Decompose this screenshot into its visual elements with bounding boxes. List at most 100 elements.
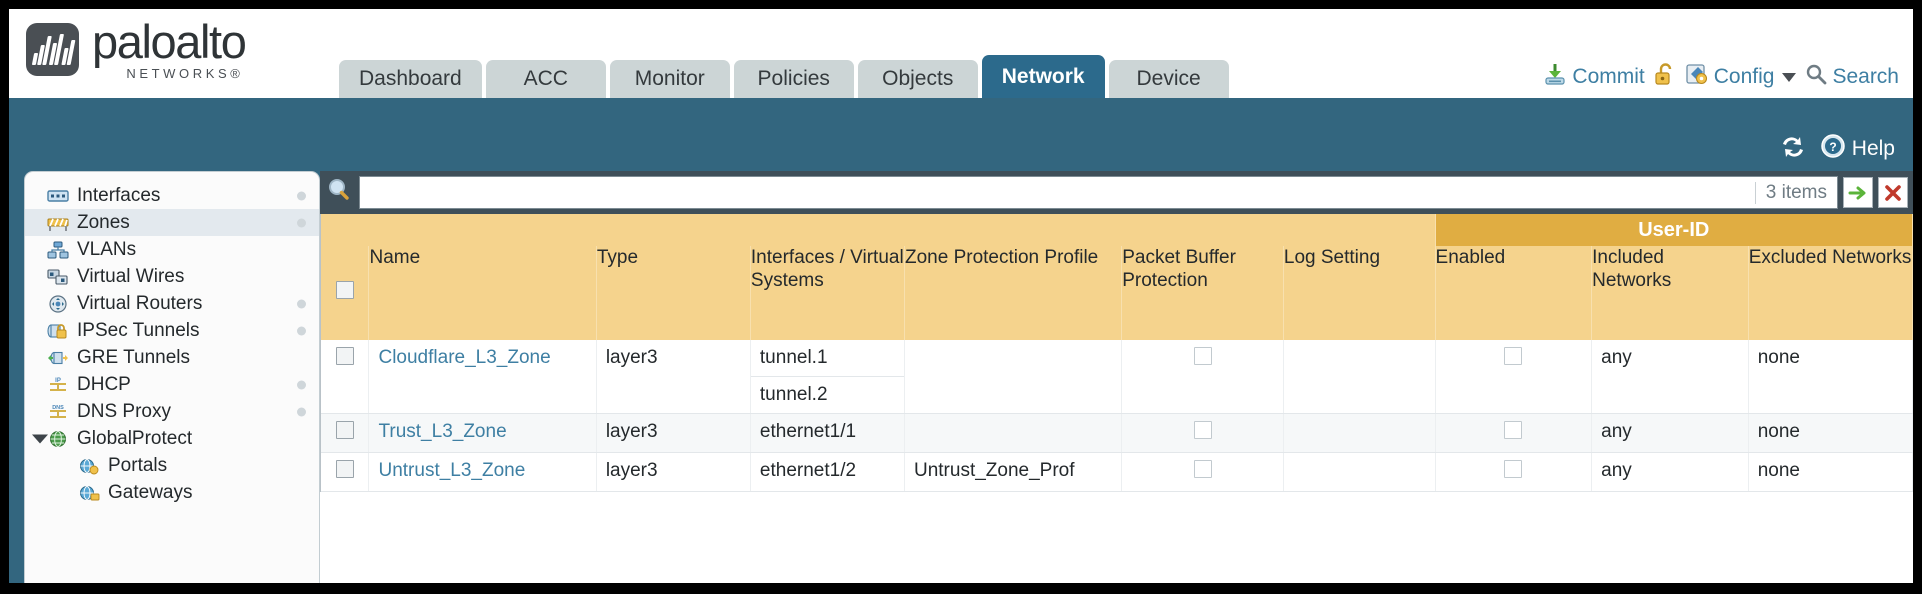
unlock-padlock-button[interactable] bbox=[1654, 62, 1676, 92]
sidebar-item-label: VLANs bbox=[77, 238, 137, 260]
main-navigation-tabs: Dashboard ACC Monitor Policies Objects N… bbox=[339, 55, 1229, 98]
virtual-routers-icon bbox=[47, 294, 69, 313]
zone-name-link[interactable]: Untrust_L3_Zone bbox=[378, 460, 526, 481]
tab-objects[interactable]: Objects bbox=[857, 60, 978, 98]
select-all-checkbox[interactable] bbox=[335, 281, 354, 299]
user-id-enabled-checkbox[interactable] bbox=[1504, 460, 1523, 478]
interface-entry: tunnel.2 bbox=[759, 384, 828, 405]
cell-packet-buffer-protection[interactable] bbox=[1121, 340, 1284, 414]
zone-name-link[interactable]: Trust_L3_Zone bbox=[378, 421, 507, 442]
sidebar-item-ipsec-tunnels[interactable]: IPSec Tunnels bbox=[25, 317, 319, 344]
group-header-spacer bbox=[321, 214, 1436, 246]
search-magnifier-icon[interactable] bbox=[324, 177, 354, 208]
svg-text:IP: IP bbox=[55, 378, 61, 384]
clear-filter-button[interactable] bbox=[1878, 177, 1908, 208]
table-row[interactable]: Cloudflare_L3_Zone layer3 tunnel.1 tunne… bbox=[321, 340, 1913, 414]
globalprotect-icon bbox=[47, 430, 69, 448]
select-all-header[interactable] bbox=[321, 246, 370, 340]
column-header-type[interactable]: Type bbox=[596, 246, 751, 340]
expander-triangle-icon[interactable] bbox=[32, 434, 48, 443]
column-header-enabled[interactable]: Enabled bbox=[1435, 246, 1593, 340]
group-header-user-id: User-ID bbox=[1435, 214, 1913, 246]
user-id-enabled-checkbox[interactable] bbox=[1504, 421, 1523, 439]
packet-buffer-protection-checkbox[interactable] bbox=[1193, 460, 1212, 478]
cell-user-id-enabled[interactable] bbox=[1435, 340, 1593, 414]
search-button[interactable]: Search bbox=[1805, 63, 1899, 91]
table-header-row: Name Type Interfaces / Virtual Systems Z… bbox=[321, 246, 1913, 340]
sidebar-item-label: Virtual Wires bbox=[77, 265, 185, 287]
column-header-zone-protection-profile[interactable]: Zone Protection Profile bbox=[904, 246, 1123, 340]
column-header-log-setting[interactable]: Log Setting bbox=[1283, 246, 1436, 340]
packet-buffer-protection-checkbox[interactable] bbox=[1193, 421, 1212, 439]
row-checkbox[interactable] bbox=[335, 347, 354, 365]
search-icon bbox=[1805, 63, 1827, 91]
column-header-name[interactable]: Name bbox=[368, 246, 597, 340]
tab-policies[interactable]: Policies bbox=[733, 60, 854, 98]
column-header-packet-buffer-protection[interactable]: Packet Buffer Protection bbox=[1121, 246, 1284, 340]
cell-packet-buffer-protection[interactable] bbox=[1121, 452, 1284, 492]
apply-filter-button[interactable] bbox=[1843, 177, 1873, 208]
cell-user-id-enabled[interactable] bbox=[1435, 413, 1593, 453]
config-menu-button[interactable]: Config bbox=[1685, 62, 1797, 92]
cell-name[interactable]: Cloudflare_L3_Zone bbox=[368, 340, 597, 414]
cell-excluded-networks: none bbox=[1748, 340, 1913, 414]
row-checkbox[interactable] bbox=[335, 460, 354, 478]
commit-button[interactable]: Commit bbox=[1543, 62, 1645, 92]
filter-input-wrapper[interactable]: 3 items bbox=[359, 176, 1838, 209]
cell-packet-buffer-protection[interactable] bbox=[1121, 413, 1284, 453]
brand-subtitle: NETWORKS® bbox=[126, 66, 244, 81]
sidebar-item-vlans[interactable]: VLANs bbox=[25, 236, 319, 263]
search-input[interactable] bbox=[370, 181, 1755, 204]
sidebar-item-gateways[interactable]: Gateways bbox=[25, 479, 319, 506]
commit-download-icon bbox=[1543, 62, 1567, 92]
sidebar-item-gre-tunnels[interactable]: GRE Tunnels bbox=[25, 344, 319, 371]
row-select-cell[interactable] bbox=[321, 413, 370, 453]
page-body: Interfaces Zones bbox=[9, 171, 1913, 583]
sidebar-item-zones[interactable]: Zones bbox=[25, 209, 319, 236]
row-checkbox[interactable] bbox=[335, 421, 354, 439]
tab-acc[interactable]: ACC bbox=[485, 60, 606, 98]
row-select-cell[interactable] bbox=[321, 452, 370, 492]
tab-device[interactable]: Device bbox=[1108, 60, 1229, 98]
cell-user-id-enabled[interactable] bbox=[1435, 452, 1593, 492]
sidebar-item-label: IPSec Tunnels bbox=[77, 319, 200, 341]
sidebar-item-virtual-wires[interactable]: Virtual Wires bbox=[25, 263, 319, 290]
sidebar-item-label: DHCP bbox=[77, 373, 131, 395]
dhcp-icon: IP bbox=[47, 376, 69, 394]
zone-name-link[interactable]: Cloudflare_L3_Zone bbox=[378, 347, 551, 368]
packet-buffer-protection-checkbox[interactable] bbox=[1193, 347, 1212, 365]
help-button[interactable]: ? Help bbox=[1820, 133, 1895, 165]
row-select-cell[interactable] bbox=[321, 340, 370, 414]
table-group-header-row: User-ID bbox=[321, 214, 1913, 246]
sidebar-item-globalprotect[interactable]: GlobalProtect bbox=[25, 425, 319, 452]
column-header-interfaces[interactable]: Interfaces / Virtual Systems bbox=[750, 246, 905, 340]
toolbar-right-actions: ? Help bbox=[1779, 133, 1895, 165]
help-question-icon: ? bbox=[1820, 133, 1846, 165]
column-header-excluded-networks[interactable]: Excluded Networks bbox=[1748, 246, 1913, 340]
cell-name[interactable]: Untrust_L3_Zone bbox=[368, 452, 597, 492]
cell-name[interactable]: Trust_L3_Zone bbox=[368, 413, 597, 453]
sidebar-item-interfaces[interactable]: Interfaces bbox=[25, 182, 319, 209]
sidebar-item-portals[interactable]: Portals bbox=[25, 452, 319, 479]
cell-type: layer3 bbox=[596, 413, 751, 453]
table-row[interactable]: Untrust_L3_Zone layer3 ethernet1/2 Untru… bbox=[321, 452, 1913, 492]
table-row[interactable]: Trust_L3_Zone layer3 ethernet1/1 any bbox=[321, 413, 1913, 453]
zones-table: User-ID Name Type Interfaces / Virtual S… bbox=[321, 214, 1913, 492]
sidebar-item-dhcp[interactable]: IP DHCP bbox=[25, 371, 319, 398]
commit-label: Commit bbox=[1572, 65, 1645, 88]
cell-interfaces: ethernet1/1 bbox=[750, 413, 905, 453]
column-header-included-networks[interactable]: Included Networks bbox=[1591, 246, 1749, 340]
sidebar-item-dns-proxy[interactable]: DNS DNS Proxy bbox=[25, 398, 319, 425]
sidebar-item-virtual-routers[interactable]: Virtual Routers bbox=[25, 290, 319, 317]
cell-excluded-networks: none bbox=[1748, 452, 1913, 492]
refresh-icon[interactable] bbox=[1779, 134, 1807, 165]
user-id-enabled-checkbox[interactable] bbox=[1504, 347, 1523, 365]
sidebar-item-label: Virtual Routers bbox=[77, 292, 203, 314]
tab-dashboard[interactable]: Dashboard bbox=[339, 60, 482, 98]
gateways-icon bbox=[78, 484, 100, 502]
config-wrench-icon bbox=[1685, 62, 1709, 92]
paloalto-wave-logo-icon bbox=[26, 22, 79, 76]
tab-network[interactable]: Network bbox=[981, 55, 1105, 98]
tab-monitor[interactable]: Monitor bbox=[609, 60, 730, 98]
